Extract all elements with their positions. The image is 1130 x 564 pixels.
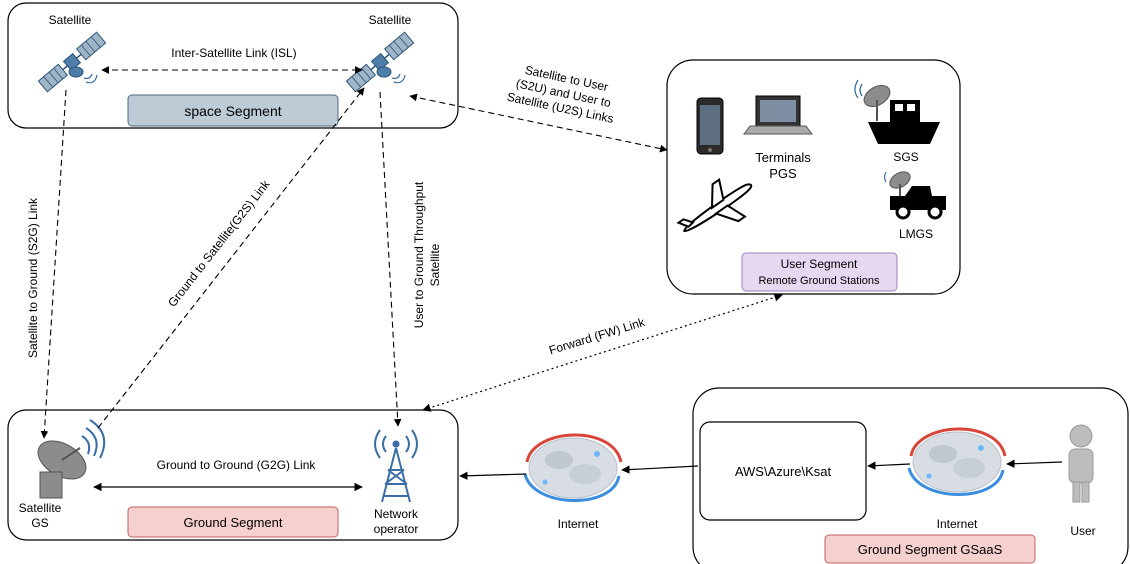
- network-operator-label-line1: Network: [374, 507, 419, 521]
- ground-segment-badge: [127, 506, 339, 538]
- satellite-right-label: Satellite: [369, 13, 412, 27]
- sgs-label: SGS: [893, 150, 918, 164]
- fw-label: Forward (FW) Link: [547, 315, 647, 358]
- g2g-label: Ground to Ground (G2G) Link: [157, 458, 317, 472]
- s2u-u2s-arrow: [409, 93, 668, 153]
- lmgs-label: LMGS: [899, 227, 933, 241]
- pgs-label: PGS: [769, 166, 797, 181]
- isl-label: Inter-Satellite Link (ISL): [171, 46, 296, 60]
- ship-antenna-icon: [854, 79, 940, 144]
- g2s-arrow: [97, 87, 365, 429]
- user-segment-badge: [741, 252, 898, 292]
- airplane-icon: [676, 177, 753, 232]
- space-region-box: [7, 2, 459, 129]
- internet-right-label: Internet: [937, 517, 978, 531]
- vehicle-antenna-icon: [883, 171, 946, 220]
- ground-region-box: [7, 409, 459, 541]
- cloud-to-internet-arrow: [621, 465, 699, 474]
- internet-globe-left-icon: [523, 433, 623, 503]
- satellite-dish-icon: [37, 419, 106, 499]
- network-operator-label-line2: operator: [374, 522, 419, 536]
- satellite-gs-label-line2: GS: [31, 516, 48, 530]
- ground-segment-label: Ground Segment: [183, 515, 282, 530]
- cell-tower-icon: [374, 429, 418, 503]
- internet-left-label: Internet: [558, 517, 599, 531]
- cloud-providers-label: AWS\Azure\Ksat: [735, 464, 832, 479]
- user-person-icon: [1068, 424, 1094, 503]
- internet-to-cloud-arrow: [867, 461, 911, 470]
- space-segment-badge: [127, 94, 339, 127]
- gsaas-segment-badge: [824, 534, 1036, 564]
- cloud-providers-box: [699, 421, 867, 521]
- smartphone-icon: [696, 97, 724, 155]
- u2g-label-line1: User to Ground Throughput: [412, 181, 426, 328]
- s2g-label: Satellite to Ground (S2G) Link: [26, 197, 40, 358]
- u2g-arrow: [379, 91, 402, 427]
- user-region-box: [666, 59, 961, 295]
- terminals-label: Terminals: [755, 150, 811, 165]
- space-segment-label: space Segment: [184, 103, 281, 119]
- u2g-label-line2: Satellite: [428, 243, 442, 286]
- remote-ground-stations-label: Remote Ground Stations: [758, 275, 880, 287]
- satellite-left-label: Satellite: [49, 13, 92, 27]
- laptop-icon: [743, 95, 813, 135]
- s2g-arrow: [40, 89, 67, 439]
- g2s-label: Ground to Satellite(G2S) Link: [165, 177, 273, 310]
- user-to-internet-arrow: [1006, 459, 1063, 468]
- gsaas-segment-label: Ground Segment GSaaS: [858, 542, 1003, 557]
- user-segment-label: User Segment: [781, 257, 858, 271]
- s2u-u2s-label-group: Satellite to User (S2U) and User to Sate…: [506, 63, 615, 126]
- satellite-gs-label-line1: Satellite: [19, 501, 62, 515]
- internet-to-ground-arrow: [459, 471, 527, 480]
- user-label: User: [1070, 524, 1095, 538]
